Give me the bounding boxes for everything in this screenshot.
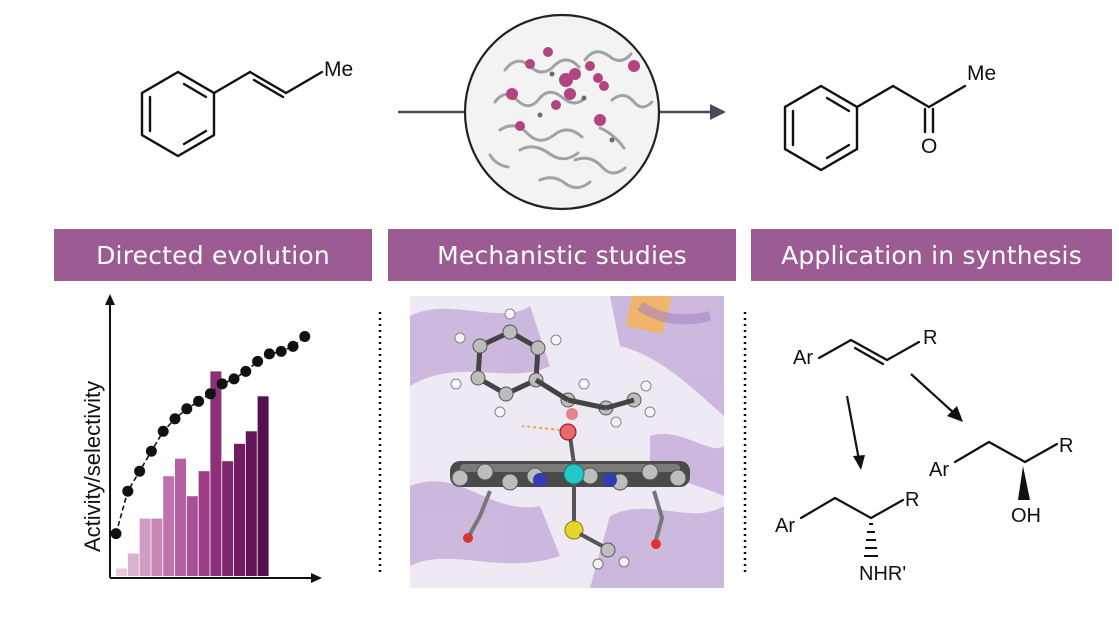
banner-mechanistic-studies: Mechanistic studies [388,229,736,281]
amine-ar-label: Ar [775,515,795,537]
chart-dot [263,348,275,360]
chart-dot [169,413,181,425]
chart-dot [193,395,205,407]
chart-bars [116,371,269,576]
alcohol-ar-label: Ar [929,459,949,481]
chart-dot [145,445,157,457]
chart-dot [287,340,299,352]
chart-dot [122,485,134,497]
chart-bar [175,458,186,576]
banner-directed-evolution: Directed evolution [54,229,372,281]
amine-r-label: R [905,489,919,511]
chart-dot [299,331,311,342]
chart-bar [163,476,175,576]
chart-dot [110,528,122,540]
arrow-to-alcohol [910,373,963,422]
chart-dot [240,365,252,377]
chart-dot [216,378,228,390]
chart-bar [257,396,269,576]
chart-dot [228,373,240,385]
chart-dot [157,425,169,437]
reaction-scheme: Me [140,13,996,211]
separator-right [743,312,747,572]
alcohol-oh-label: OH [1011,505,1041,527]
synthesis-scheme: Ar R Ar R NHR' [775,327,1073,585]
product-structure [783,84,967,172]
ferryl-oxo [521,423,577,465]
chart-dot [134,465,146,477]
y-axis-arrowhead [105,294,115,305]
chart-dots [110,331,311,540]
active-site-model [410,296,724,588]
alkene-ar-label: Ar [793,347,813,369]
axial-ligand [564,484,630,570]
banner-application-in-synthesis: Application in synthesis [751,229,1112,281]
propionate-groups [468,490,665,541]
alcohol-wedge-bond [1018,466,1030,500]
substrate-structure [140,70,324,158]
y-axis-label: Activity/selectivity [80,381,105,552]
amine-hashed-bond [864,523,878,557]
chart-bar [127,553,139,576]
alcohol-r-label: R [1059,435,1073,457]
enzyme-structure-circle [463,13,661,211]
chart-bar [222,461,234,576]
alkene-structure [817,338,921,366]
x-axis-arrowhead [311,573,322,583]
chart-bar [186,496,198,576]
evolution-chart: Activity/selectivity [80,294,322,583]
substrate-me-label: Me [324,58,353,81]
chart-bar [210,371,222,576]
separator-left [378,312,382,572]
chart-bar [151,518,163,576]
amine-structure [799,496,905,520]
chart-bar [245,431,257,576]
chart-bar [116,568,127,576]
chart-bar [234,443,245,576]
product-o-label: O [921,135,937,158]
porphyrin-ring [450,461,690,491]
chart-dot [181,403,193,415]
chart-dot [204,388,216,400]
chart-dot [252,355,264,367]
alkene-r-label: R [923,327,937,349]
arrow-to-amine [845,395,865,470]
chart-bar [139,518,151,576]
product-me-label: Me [967,62,996,85]
amine-nhr-label: NHR' [859,563,906,585]
bound-substrate [450,308,656,428]
chart-bar [198,471,210,576]
chart-dot [275,345,287,357]
alcohol-structure [953,440,1059,464]
